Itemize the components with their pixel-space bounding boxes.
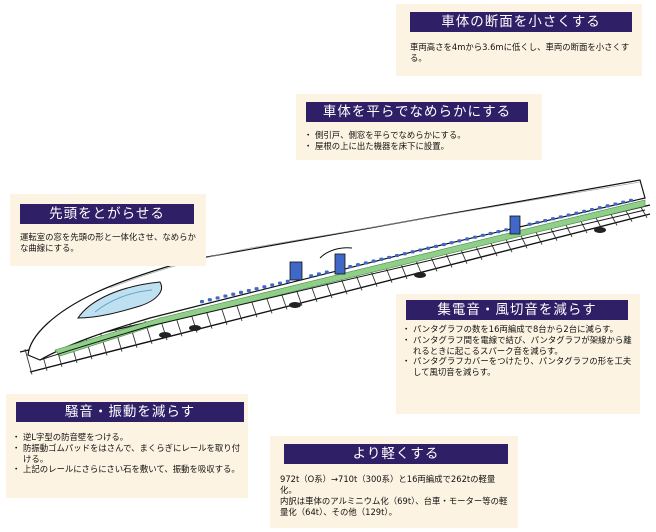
bullet-item: 上記のレールにさらにさい石を敷いて、振動を吸収する。 [12,464,244,475]
side-window [551,217,555,221]
side-window [473,235,477,239]
side-window [231,292,236,296]
track-sleeper [609,212,618,226]
side-window [356,263,360,267]
side-window [246,288,251,293]
side-window [558,215,563,219]
side-window [535,220,540,225]
side-window [574,211,579,215]
bullet-item: パンタグラフの数を16両編成で8台から2台に減らす。 [402,324,634,335]
callout-bullets: 側引戸、側窓を平らでなめらかにする。 屋根の上に出た機器を床下に設置。 [304,130,536,152]
side-window [223,294,228,298]
side-window [379,257,384,261]
callout-title: 先頭をとがらせる [20,204,194,224]
bullet-item: パンタグラフカバーをつけたり、パンタグラフの形を工夫して風切音を減らす。 [402,356,634,378]
callout-flat-smooth: 車体を平らでなめらかにする 側引戸、側窓を平らでなめらかにする。 屋根の上に出た… [296,94,542,160]
callout-bullets: 逆L字型の防音壁をつける。 防振動ゴムパッドをはさんで、まくらぎにレールを取り付… [12,432,244,475]
side-window [324,270,329,274]
callout-text: 内訳は車体のアルミニウム化（69t）、台車・モーター等の軽量化（64t）、その他… [280,496,508,517]
callout-noise-vibration: 騒音・振動を減らす 逆L字型の防音壁をつける。 防振動ゴムパッドをはさんで、まく… [6,394,248,498]
callout-title: 騒音・振動を減らす [16,402,244,422]
track-sleeper [24,349,33,375]
side-window [200,300,204,304]
side-window [418,248,423,252]
side-window [527,222,532,226]
callout-text: 車両高さを4mから3.6mに低くし、車両の断面を小さくする。 [410,42,630,63]
track-sleeper [99,331,108,356]
side-window [605,204,610,208]
side-window [566,213,571,217]
side-window [207,298,212,302]
callout-text: 運転室の窓を先頭の形と一体化させ、なめらかな曲線にする。 [20,232,196,253]
side-window [457,239,462,243]
side-window [488,231,493,236]
side-window [348,265,353,269]
side-window [629,198,633,202]
callout-title: 車体の断面を小さくする [410,12,632,32]
side-window [597,206,602,210]
side-window [434,244,438,248]
bullet-item: 逆L字型の防音壁をつける。 [12,432,244,443]
callout-pantograph-noise: 集電音・風切音を減らす パンタグラフの数を16両編成で8台から2台に減らす。 パ… [396,294,640,414]
bullet-item: 防振動ゴムパッドをはさんで、まくらぎにレールを取り付ける。 [12,443,244,465]
side-window [449,241,454,245]
side-window [285,279,290,283]
side-window [309,274,314,278]
side-window [582,209,587,214]
side-window [215,296,220,300]
side-window [480,233,485,237]
bullet-item: 屋根の上に出た機器を床下に設置。 [304,141,536,152]
callout-bullets: パンタグラフの数を16両編成で8台から2台に減らす。 パンタグラフ間を電線で結び… [402,324,634,378]
side-window [504,228,509,232]
side-window [410,250,415,254]
side-window [371,259,376,263]
callout-text: 972t（O系）→710t（300系）と16両編成で262tの軽量化。 [280,474,496,495]
side-window [465,237,470,241]
callout-cross-section: 車体の断面を小さくする 車両高さを4mから3.6mに低くし、車両の断面を小さくす… [396,4,642,76]
track-sleeper [579,219,588,234]
side-window [254,287,259,291]
side-window [441,242,446,247]
side-window [496,230,501,234]
side-window [590,207,594,212]
side-window [363,261,368,265]
side-window [387,255,392,260]
side-window [278,281,282,285]
callout-lighter: より軽くする 972t（O系）→710t（300系）と16両編成で262tの軽量… [270,436,518,528]
callout-pointed-nose: 先頭をとがらせる 運転室の窓を先頭の形と一体化させ、なめらかな曲線にする。 [10,194,206,266]
side-window [270,283,275,287]
side-window [402,252,407,256]
side-window [262,285,267,289]
side-window [395,253,399,258]
side-window [613,202,618,206]
callout-title: 車体を平らでなめらかにする [306,102,528,122]
track-sleeper [624,208,633,222]
track-sleeper [639,205,648,219]
bullet-item: パンタグラフ間を電線で結び、パンタグラフが架線から離れるときに起こるスパーク音を… [402,335,634,357]
side-window [426,246,431,250]
side-window [621,200,626,204]
side-window [543,219,548,223]
side-window [317,272,321,276]
side-window [239,290,243,294]
callout-title: より軽くする [284,444,508,464]
train-body [27,179,646,361]
bullet-item: 側引戸、側窓を平らでなめらかにする。 [304,130,536,141]
callout-title: 集電音・風切音を減らす [406,300,628,320]
